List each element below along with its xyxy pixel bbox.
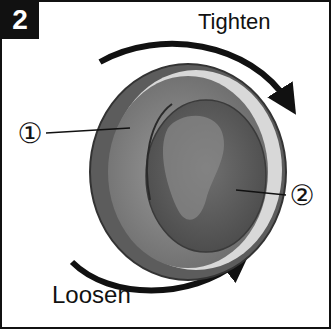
step-badge [1,1,39,39]
callout-number: ② [289,182,314,210]
callout-number: ① [17,120,42,148]
direction-label: Tighten [198,11,271,33]
leader-line [46,128,130,133]
leader-line [236,190,286,195]
knob-cap [90,64,286,280]
step-number: 2 [12,6,28,34]
direction-label: Loosen [52,283,131,307]
